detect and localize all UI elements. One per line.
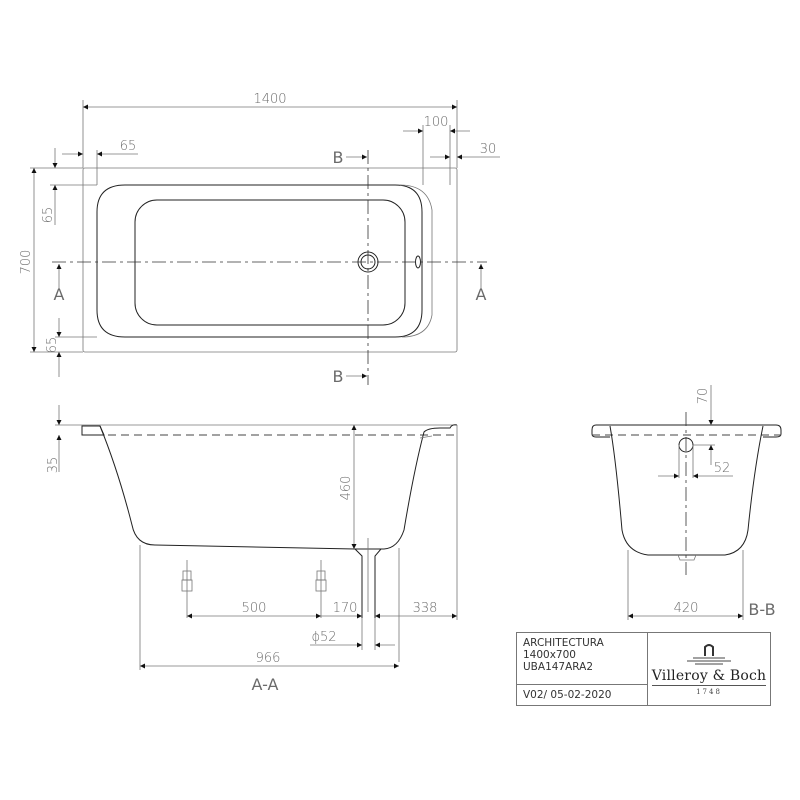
- dim-waste-to-end: 338: [413, 601, 438, 616]
- version-date: V02/ 05-02-2020: [523, 689, 612, 701]
- faucet-logo-icon: [687, 644, 731, 665]
- dim-foot-to-waste: 170: [333, 601, 358, 616]
- brand-year: 1748: [696, 688, 722, 696]
- dim-rim-right-outer: 100: [424, 115, 449, 130]
- section-aa-body: [99, 424, 458, 550]
- dim-overall-width: 700: [19, 250, 34, 275]
- dim-feet-spacing: 500: [242, 601, 267, 616]
- plan-basin: [134, 199, 406, 326]
- section-aa: 35 460 500 170 338 ϕ52 966 A-A: [46, 405, 458, 694]
- foot-left-icon: [181, 560, 193, 618]
- dim-overall-to-waste: 966: [256, 651, 281, 666]
- section-aa-label: A-A: [252, 675, 279, 694]
- dim-overall-length: 1400: [253, 92, 286, 107]
- brand-logo: Villeroy & Boch 1748: [648, 633, 770, 705]
- brand-name: Villeroy & Boch: [651, 668, 767, 686]
- section-marker-a-left: A: [54, 285, 65, 304]
- dim-rim-thickness: 35: [46, 457, 61, 474]
- product-name: ARCHITECTURA: [523, 637, 604, 649]
- section-bb-label: B-B: [748, 600, 775, 619]
- article-number: UBA147ARA2: [523, 661, 594, 673]
- dim-rim-right-step: 30: [480, 142, 497, 157]
- section-marker-a-right: A: [476, 285, 487, 304]
- plan-right-step: [399, 184, 433, 338]
- dim-depth: 460: [339, 476, 354, 501]
- dim-overflow-height: 70: [696, 388, 711, 405]
- title-block: ARCHITECTURA 1400x700 UBA147ARA2 V02/ 05…: [516, 632, 771, 706]
- section-bb-body: [609, 425, 764, 556]
- overflow-icon: [415, 255, 421, 269]
- section-bb: 70 52 420 B-B: [591, 385, 782, 620]
- dim-overflow-diameter: 52: [714, 461, 731, 476]
- plan-inner-rim: [96, 184, 423, 338]
- title-block-info: ARCHITECTURA 1400x700 UBA147ARA2 V02/ 05…: [517, 633, 648, 705]
- dim-rim-top: 65: [41, 207, 56, 224]
- section-marker-b-top: B: [333, 148, 344, 167]
- section-marker-b-bottom: B: [333, 367, 344, 386]
- foot-right-icon: [315, 560, 327, 618]
- plan-outer-rim: [82, 167, 458, 353]
- plan-view: 1400 65 100 30 700 65 65 A A: [19, 92, 500, 386]
- dim-waste-diameter: ϕ52: [311, 630, 336, 645]
- dim-bottom-width: 420: [674, 601, 699, 616]
- dim-rim-left: 65: [120, 139, 137, 154]
- dim-rim-bottom: 65: [45, 337, 60, 354]
- product-size: 1400x700: [523, 649, 576, 661]
